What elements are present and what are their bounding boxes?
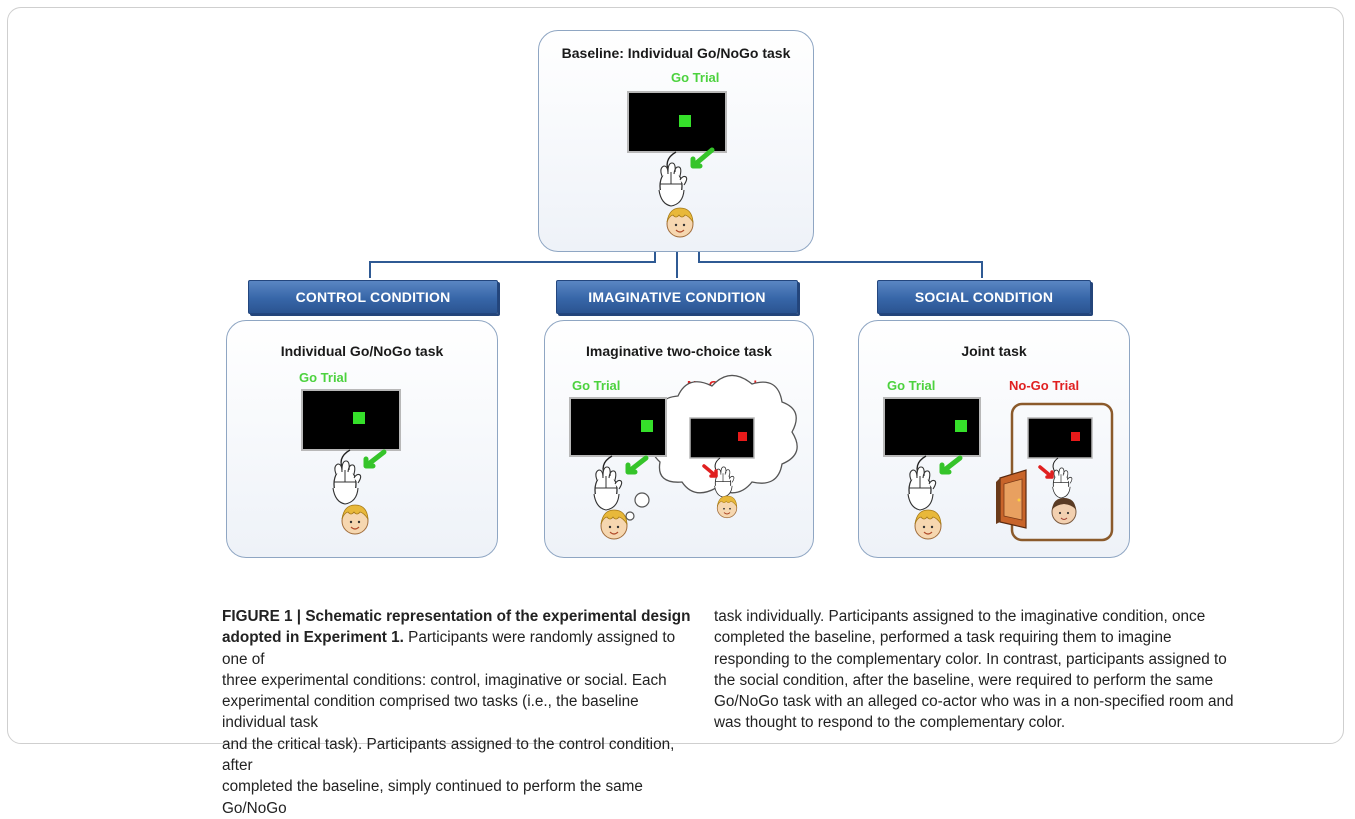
social-go-arrow-icon xyxy=(939,455,963,475)
imaginative-go-monitor xyxy=(569,397,667,479)
control-participant-face-icon xyxy=(341,504,369,535)
baseline-title: Baseline: Individual Go/NoGo task xyxy=(561,45,791,61)
baseline-go-arrow-icon xyxy=(690,147,715,169)
social-go-monitor xyxy=(883,397,981,479)
thought-bubble-dot xyxy=(625,511,635,521)
door-icon xyxy=(996,469,1027,529)
social-participant-face-icon xyxy=(914,509,942,540)
co-actor-face-icon xyxy=(1051,497,1077,525)
connector-lines xyxy=(369,252,983,278)
caption-text-line: was thought to respond to the complement… xyxy=(714,714,1066,732)
caption-text-line: Go/NoGo task with an alleged co-actor wh… xyxy=(714,693,1234,711)
control-go-trial-label: Go Trial xyxy=(299,370,348,385)
caption-text-line: task individually. Participants assigned… xyxy=(714,608,1206,625)
imaginative-nogo-monitor xyxy=(689,417,755,473)
imaginative-imagined-face-icon xyxy=(716,495,738,519)
imaginative-task-title: Imaginative two-choice task xyxy=(586,343,772,359)
caption-text-line: the social condition, after the baseline… xyxy=(714,671,1214,689)
imaginative-condition-label: IMAGINATIVE CONDITION xyxy=(556,280,798,314)
caption-text-line: experimental condition comprised two tas… xyxy=(222,693,639,732)
caption-text-line: three experimental conditions: control, … xyxy=(222,671,667,689)
control-go-arrow-icon xyxy=(363,449,387,469)
imaginative-mouse-hand-icon xyxy=(593,466,623,511)
control-monitor xyxy=(301,389,401,473)
caption-heading-line2: adopted in Experiment 1. xyxy=(222,629,404,647)
social-nogo-trial-label: No-Go Trial xyxy=(1009,378,1080,393)
social-nogo-monitor xyxy=(1027,417,1093,473)
illustrations xyxy=(301,91,1114,542)
caption-text-line: completed the baseline, performed a task… xyxy=(714,629,1172,647)
caption-heading: FIGURE 1 | Schematic representation of t… xyxy=(222,608,691,625)
social-mouse-hand-icon xyxy=(907,466,937,511)
go-stimulus-square xyxy=(353,412,365,424)
caption-left-column: FIGURE 1 | Schematic representation of t… xyxy=(222,606,692,819)
caption-text-line: Participants were randomly assigned to o… xyxy=(222,629,676,668)
control-task-title: Individual Go/NoGo task xyxy=(280,343,444,359)
social-condition-label: SOCIAL CONDITION xyxy=(877,280,1091,314)
control-condition-label: CONTROL CONDITION xyxy=(248,280,498,314)
co-actor-mouse-hand-icon xyxy=(1052,467,1073,499)
imaginative-go-arrow-icon xyxy=(625,455,649,475)
social-task-title: Joint task xyxy=(961,343,1027,359)
baseline-mouse-hand-icon xyxy=(658,162,688,207)
imaginative-participant-face-icon xyxy=(600,509,628,540)
baseline-go-trial-label: Go Trial xyxy=(671,70,720,85)
caption-text-line: and the critical task). Participants ass… xyxy=(222,735,675,775)
caption-text-line: completed the baseline, simply continued… xyxy=(222,778,643,817)
baseline-participant-face-icon xyxy=(666,207,694,238)
imaginative-go-trial-label: Go Trial xyxy=(572,378,621,393)
co-actor-room-frame xyxy=(1010,402,1114,542)
social-go-trial-label: Go Trial xyxy=(887,378,936,393)
go-stimulus-square xyxy=(679,115,691,127)
caption-right-column: task individually. Participants assigned… xyxy=(714,606,1344,734)
caption-text-line: responding to the complementary color. I… xyxy=(714,650,1227,668)
imaginative-nogo-arrow-icon xyxy=(702,464,718,478)
baseline-monitor xyxy=(627,91,727,175)
control-mouse-hand-icon xyxy=(332,460,362,505)
thought-bubble-dot xyxy=(634,492,650,508)
co-actor-nogo-arrow-icon xyxy=(1038,465,1054,479)
